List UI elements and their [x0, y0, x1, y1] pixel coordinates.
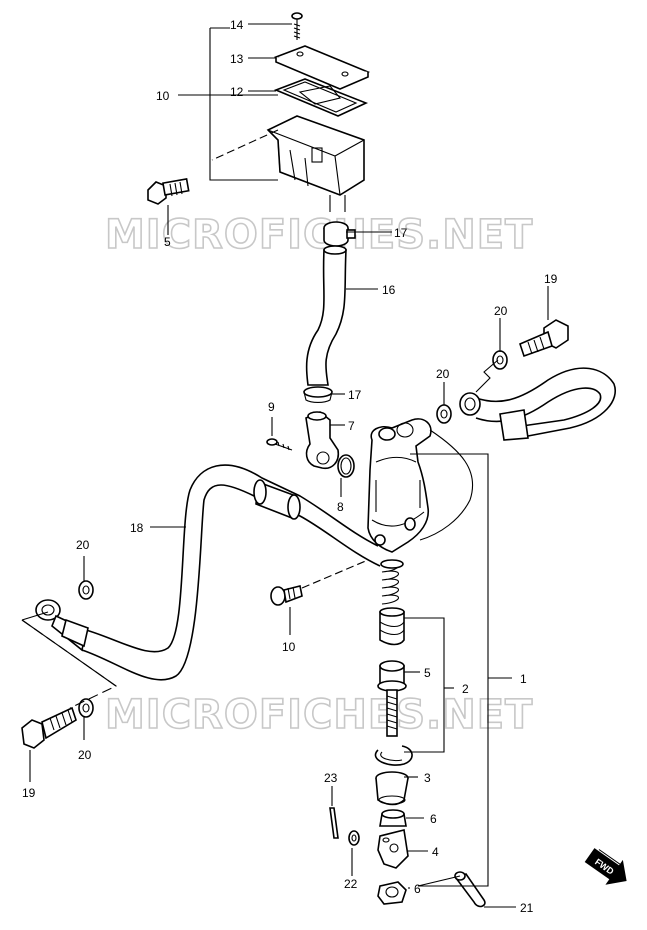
union-bolt-right [519, 319, 569, 358]
sealing-washer-right-lower [436, 404, 452, 424]
washer-22 [348, 830, 360, 846]
mounting-bolt [270, 585, 303, 606]
callout-8: 8 [337, 500, 344, 514]
banjo-fitting-left [35, 599, 89, 652]
lock-nut-upper [379, 809, 407, 827]
push-rod [377, 660, 407, 737]
callout-6-upper: 6 [430, 812, 437, 826]
inlet-connector [305, 411, 340, 470]
callout-6-lower: 6 [414, 882, 421, 896]
callout-17-upper: 17 [394, 226, 408, 240]
dust-boot [375, 771, 409, 806]
callout-19-right: 19 [544, 272, 558, 286]
reservoir-bolt [147, 177, 190, 205]
callout-5-lower: 5 [424, 666, 431, 680]
sealing-washer-left-lower [78, 698, 94, 718]
watermark-top: MICROFICHES.NET [105, 212, 533, 258]
callout-19-left: 19 [22, 786, 36, 800]
lock-nut-lower [377, 881, 407, 905]
hose-clamp-upper [323, 221, 356, 247]
callout-1: 1 [520, 672, 527, 686]
hose-clamp-lower [303, 386, 333, 403]
callout-18: 18 [130, 521, 144, 535]
callout-23: 23 [324, 771, 338, 785]
sealing-washer-right-upper [492, 350, 508, 370]
reservoir-diaphragm [273, 78, 369, 117]
callout-22: 22 [344, 877, 358, 891]
master-cylinder-body [367, 418, 432, 553]
sealing-washer-left-upper [78, 580, 94, 600]
watermark-bottom: MICROFICHES.NET [105, 692, 533, 738]
reservoir-hose [305, 245, 347, 386]
cotter-pin [329, 807, 339, 839]
piston-spring [380, 559, 404, 605]
callout-13: 13 [230, 52, 244, 66]
callout-9: 9 [268, 400, 275, 414]
callout-10-upper: 10 [156, 89, 170, 103]
circlip [374, 745, 413, 766]
callout-17-lower: 17 [348, 388, 362, 402]
callout-20-right-lower: 20 [436, 367, 450, 381]
callout-16: 16 [382, 283, 396, 297]
callout-10-lower: 10 [282, 640, 296, 654]
callout-14: 14 [230, 18, 244, 32]
union-bolt-left [21, 706, 77, 749]
callout-5-upper: 5 [164, 235, 171, 249]
callout-21: 21 [520, 901, 534, 915]
callout-7: 7 [348, 419, 355, 433]
forward-arrow-icon: FWD [584, 848, 627, 885]
callout-20-left-lower: 20 [78, 748, 92, 762]
connector-screw [266, 438, 293, 451]
callout-3: 3 [424, 771, 431, 785]
clevis-pin [454, 871, 486, 908]
reservoir-cap [273, 45, 371, 90]
callout-12: 12 [230, 85, 244, 99]
callout-4: 4 [432, 845, 439, 859]
callout-20-right-upper: 20 [494, 304, 508, 318]
reservoir-tank [266, 115, 365, 212]
callout-2: 2 [462, 682, 469, 696]
piston-kit [379, 607, 405, 646]
brake-hose-right [419, 367, 616, 541]
brake-hose-18 [81, 464, 381, 681]
rod-joint [377, 829, 409, 869]
callout-20-left-upper: 20 [76, 538, 90, 552]
reservoir-cap-screw [291, 12, 303, 40]
